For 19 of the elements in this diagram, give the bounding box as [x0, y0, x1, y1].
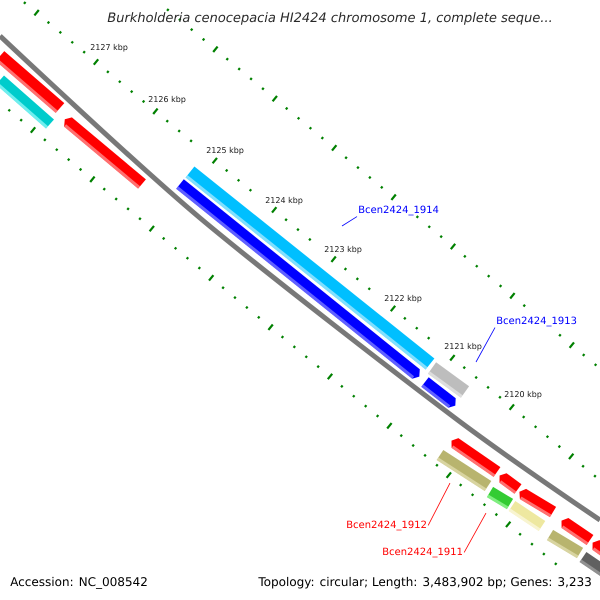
scale-label: 2123 kbp: [324, 246, 362, 254]
scale-label: 2125 kbp: [206, 146, 244, 155]
gene-label: Bcen2424_1913: [497, 316, 576, 326]
scale-label: 2121 kbp: [444, 342, 482, 351]
leader-line: [428, 482, 450, 526]
title: Burkholderia cenocepacia HI2424 chromosome 1, complete seque...: [108, 12, 551, 25]
scale-label: 2120 kbp: [504, 390, 542, 399]
gene-label: Bcen2424_1914: [359, 206, 438, 216]
footer-text: Topology: circular; Length: 3,483,902 bp; Genes: 3,233: [258, 576, 591, 588]
scale-label: 2124 kbp: [266, 196, 302, 205]
scale-label: 2122 kbp: [384, 294, 422, 303]
gene-label: Bcen2424_1911: [383, 548, 462, 558]
leader-line: [476, 327, 496, 362]
leader-line: [342, 216, 358, 226]
footer-text: Accession: NC_008542: [10, 576, 147, 589]
scale-label: 2126 kbp: [148, 96, 186, 104]
scale-label: 2127 kbp: [90, 44, 128, 52]
leader-line: [464, 512, 486, 553]
gene-label: Bcen2424_1912: [347, 520, 426, 530]
